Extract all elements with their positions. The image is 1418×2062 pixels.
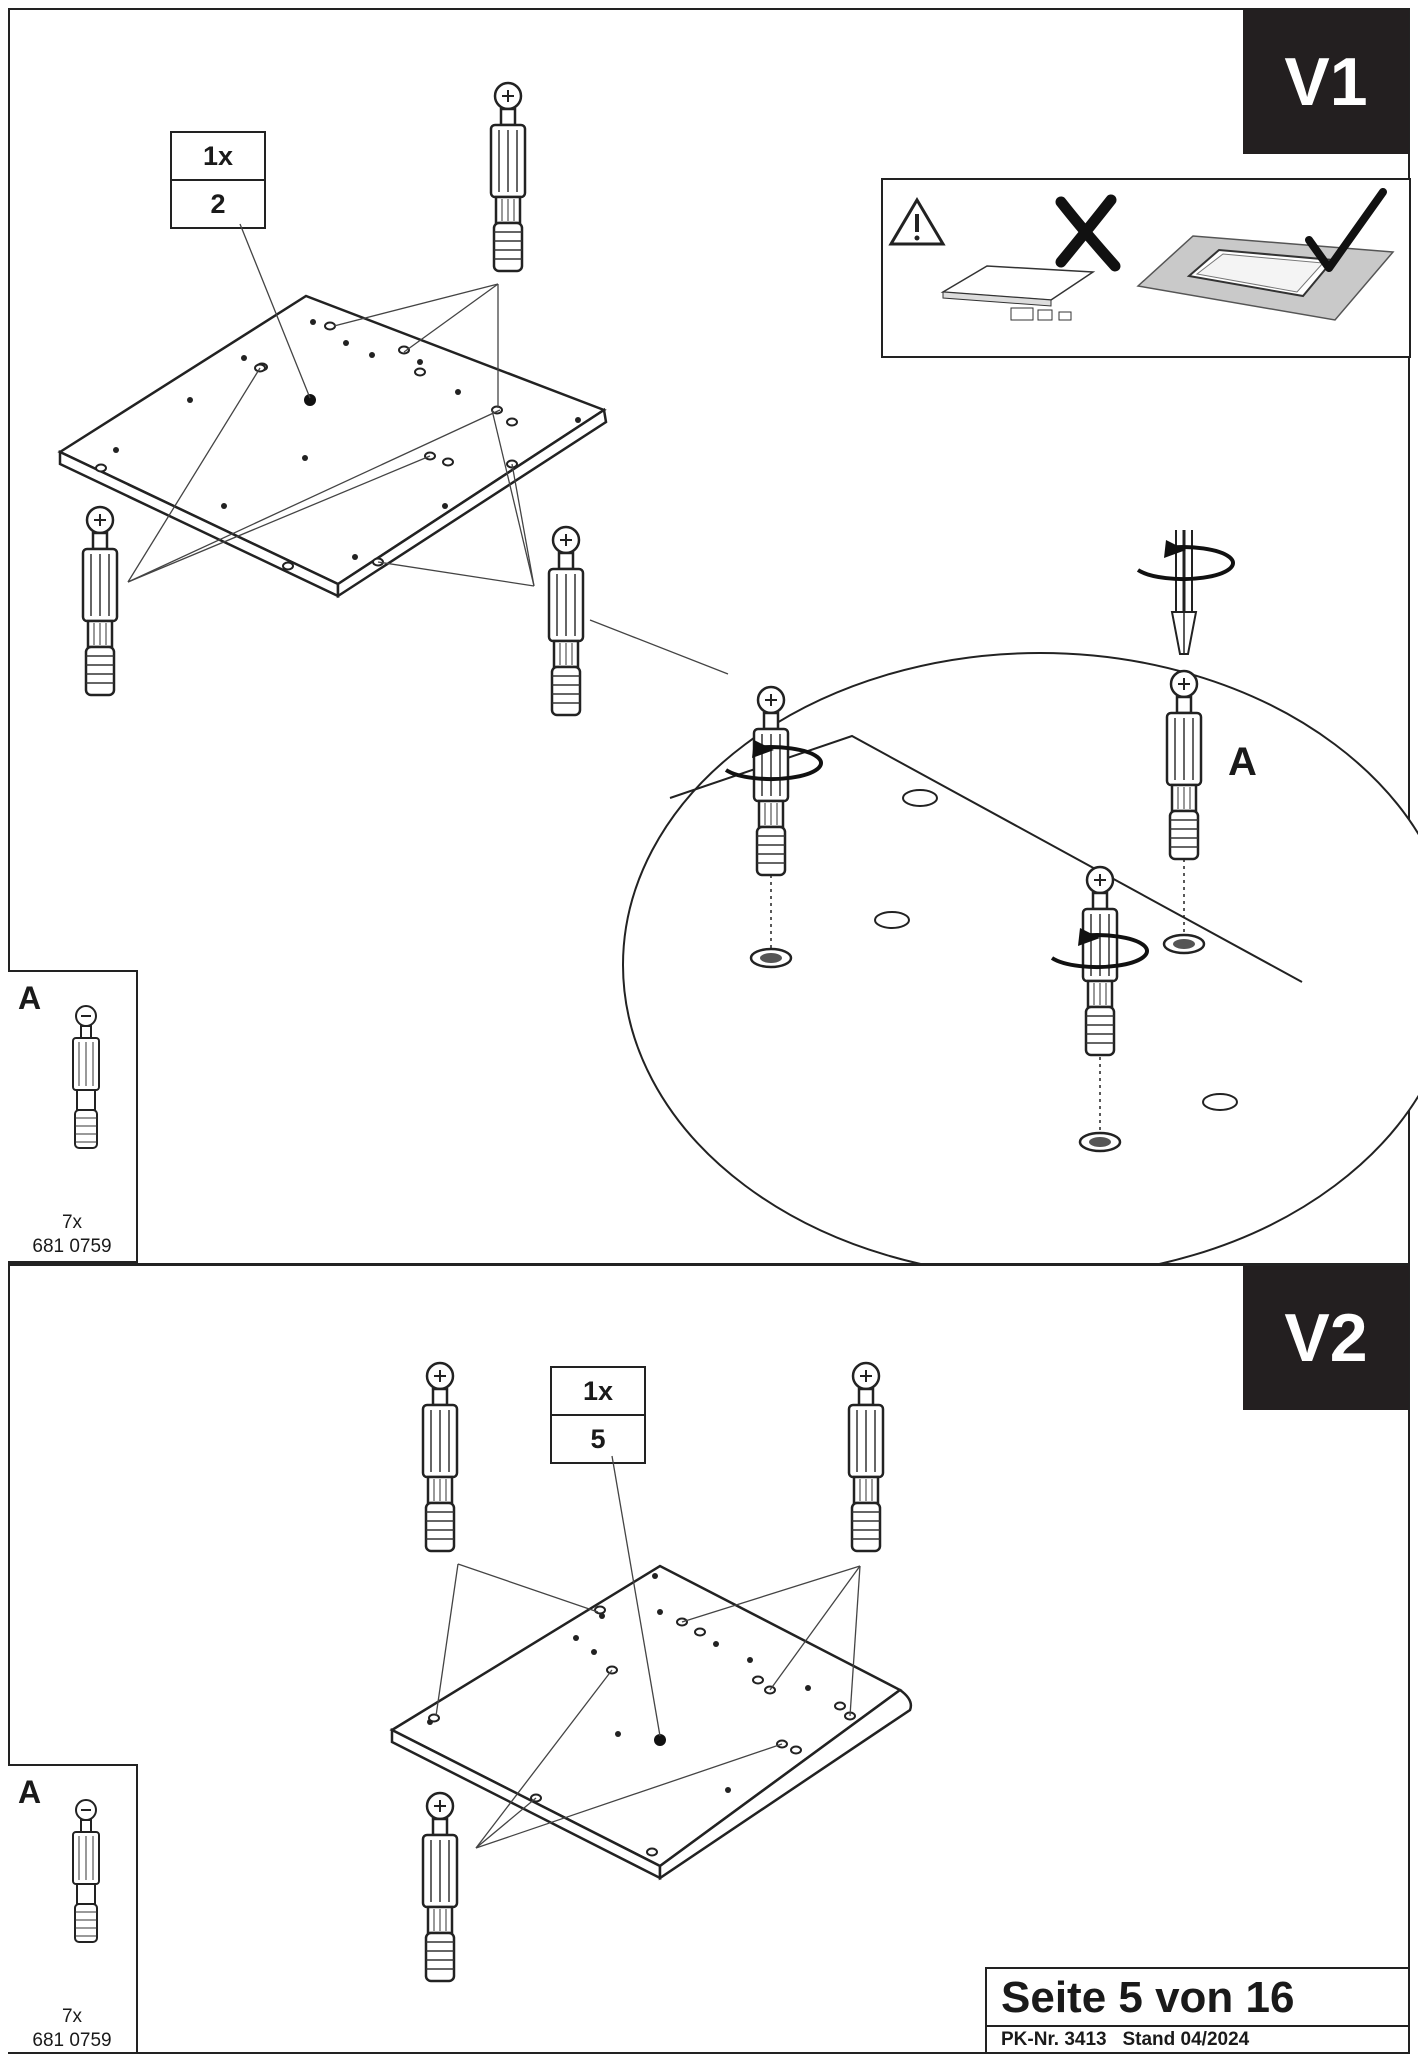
quantity-label: 1x [202,141,234,171]
cam-dowel [547,525,585,717]
part-number: 2 [172,179,264,227]
warning-icon [888,197,946,246]
cam-dowel [81,505,119,697]
quantity-label: 1x [582,1376,614,1406]
pk-number: PK-Nr. 3413 [1001,2029,1107,2050]
drilled-hole [1162,933,1206,955]
surface-warning-panel [881,178,1411,358]
part-count: 7x [61,2006,83,2027]
footer-separator [987,2025,1408,2027]
assembly-drawing-v1 [57,81,1418,1263]
carpet-protected-illustration [1136,235,1395,321]
detail-callout-label: A [1228,740,1257,784]
part-code: 681 0759 [32,2030,112,2051]
step-badge-v2: V2 [1243,1266,1409,1410]
part-count: 7x [61,1212,83,1233]
parts-list-v1: A 7x 681 0759 [8,970,138,1263]
cam-dowel-icon [72,1799,100,1943]
part-letter: A [18,980,42,1016]
page-number: Seite 5 von 16 [1001,1973,1295,2022]
drilled-hole [1078,1131,1122,1153]
panel-part-2 [57,294,608,599]
parts-list-v2: A 7x 681 0759 [8,1764,138,2054]
step-divider [8,1263,1410,1266]
screwdriver-icon [1170,530,1198,655]
rotate-arrow-icon [1136,538,1236,582]
part-code: 681 0759 [32,1236,112,1257]
revision-date: Stand 04/2024 [1122,2029,1250,2050]
bare-floor-illustration [940,265,1096,321]
detail-magnifier [622,530,1418,1263]
cam-dowel [489,81,527,273]
page-footer: Seite 5 von 16 PK-Nr. 3413 Stand 04/2024 [985,1967,1410,2054]
drilled-hole [749,947,793,969]
step-badge-v1: V1 [1243,10,1409,154]
cam-dowel-icon [72,1005,100,1149]
footer-meta: PK-Nr. 3413 Stand 04/2024 [1001,2029,1249,2051]
part-number: 5 [552,1414,644,1462]
quantity-box-v1: 1x 2 [170,131,266,229]
cross-icon [1055,194,1121,272]
check-icon [1305,188,1387,272]
quantity-box-v2: 1x 5 [550,1366,646,1464]
part-letter: A [18,1774,42,1810]
